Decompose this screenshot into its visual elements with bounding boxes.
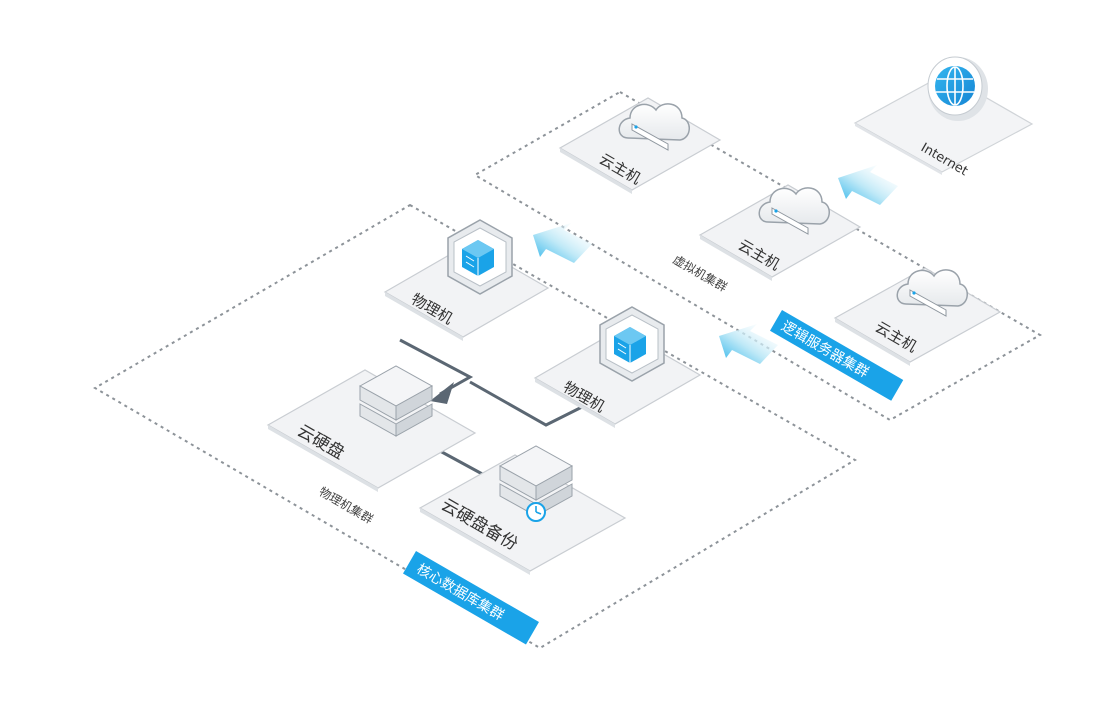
virtual-cluster-caption: 虚拟机集群 bbox=[671, 252, 730, 295]
cloud-host-node-2: 云主机 bbox=[698, 184, 862, 281]
virtual-cluster-outline bbox=[473, 90, 1043, 422]
connector-physical1-to-disk bbox=[399, 338, 474, 404]
cloud-host-node-1: 云主机 bbox=[558, 97, 722, 194]
disk-stack-icon bbox=[358, 365, 434, 437]
clock-icon bbox=[526, 502, 546, 522]
physical-node-1: 物理机 bbox=[383, 219, 550, 341]
cloud-server-icon bbox=[758, 187, 830, 235]
hexagon-cube-icon bbox=[599, 306, 665, 382]
connector-physical2-to-disk bbox=[469, 380, 583, 427]
physical-node-2: 物理机 bbox=[533, 306, 702, 428]
hexagon-cube-icon bbox=[447, 219, 513, 295]
flow-arrow-logic bbox=[719, 324, 778, 364]
cloud-server-icon bbox=[618, 103, 690, 151]
flow-arrow-to-physical bbox=[533, 223, 592, 263]
disk-backup-icon bbox=[498, 445, 574, 522]
core-db-cluster-tag-label: 核心数据库集群 bbox=[414, 560, 507, 624]
flow-arrow-internet bbox=[838, 165, 898, 205]
physical-cluster-caption: 物理机集群 bbox=[317, 484, 376, 527]
internet-node: Internet bbox=[853, 56, 1034, 179]
cloud-server-icon bbox=[896, 269, 968, 317]
cloud-disk-node: 云硬盘 bbox=[266, 365, 477, 492]
globe-icon bbox=[927, 56, 988, 121]
cloud-host-node-3: 云主机 bbox=[833, 267, 1002, 366]
cloud-disk-backup-node: 云硬盘备份 bbox=[418, 445, 627, 575]
